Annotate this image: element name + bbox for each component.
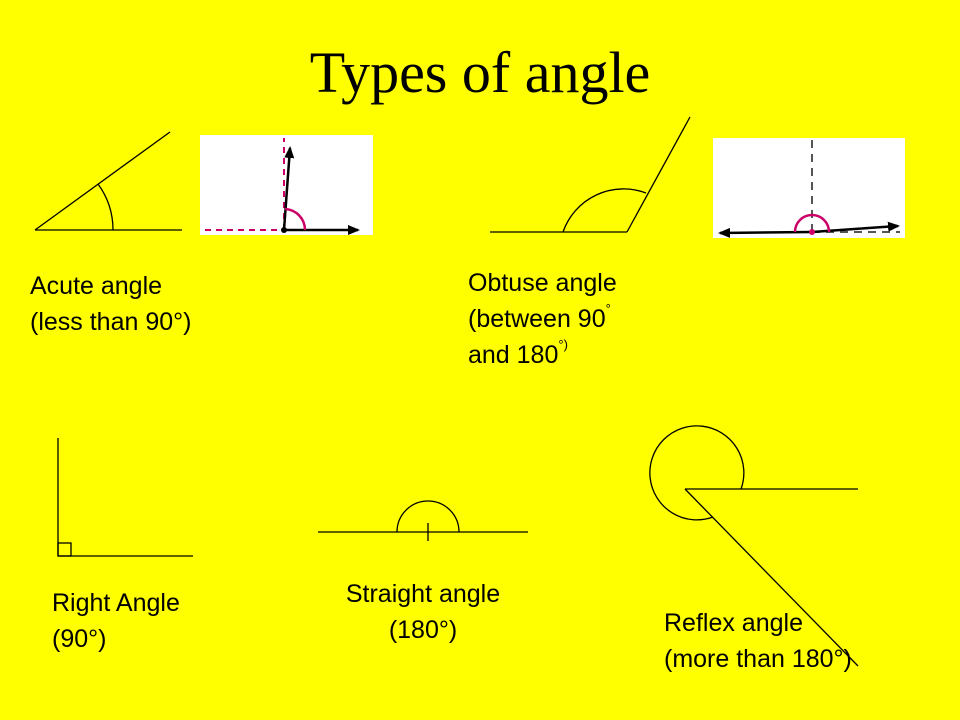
straight-angle-label: Straight angle (180°) (318, 576, 528, 648)
reflex-angle-name: Reflex angle (664, 609, 803, 637)
obtuse-demo-figure (718, 140, 900, 238)
acute-angle-name: Acute angle (30, 272, 163, 300)
right-angle-name: Right Angle (52, 589, 180, 617)
obtuse-angle-range-line1: (between 90° (468, 301, 611, 333)
degree-superscript: °) (558, 337, 568, 352)
acute-angle-diagram (34, 131, 182, 231)
obtuse-angle-name: Obtuse angle (468, 269, 617, 297)
obtuse-angle-diagram (490, 116, 691, 233)
acute-angle-label: Acute angle (less than 90°) (30, 268, 191, 340)
right-angle-range: (90°) (52, 625, 107, 653)
straight-angle-range: (180°) (388, 616, 458, 644)
obtuse-demo-panel (713, 138, 905, 238)
obtuse-angle-range-line2: and 180°) (468, 337, 568, 369)
reflex-angle-range: (more than 180°) (664, 645, 852, 673)
right-angle-diagram (57, 438, 193, 557)
slide-title: Types of angle (309, 40, 651, 105)
acute-angle-range: (less than 90°) (30, 308, 192, 336)
straight-angle-name: Straight angle (345, 580, 501, 608)
reflex-angle-diagram (649, 425, 859, 667)
acute-demo-figure (205, 138, 360, 235)
degree-superscript: ° (605, 301, 611, 316)
right-angle-label: Right Angle (90°) (52, 585, 180, 657)
straight-angle-diagram (318, 500, 528, 541)
reflex-angle-label: Reflex angle (more than 180°) (664, 605, 852, 677)
obtuse-angle-label: Obtuse angle (between 90° and 180°) (468, 265, 617, 373)
